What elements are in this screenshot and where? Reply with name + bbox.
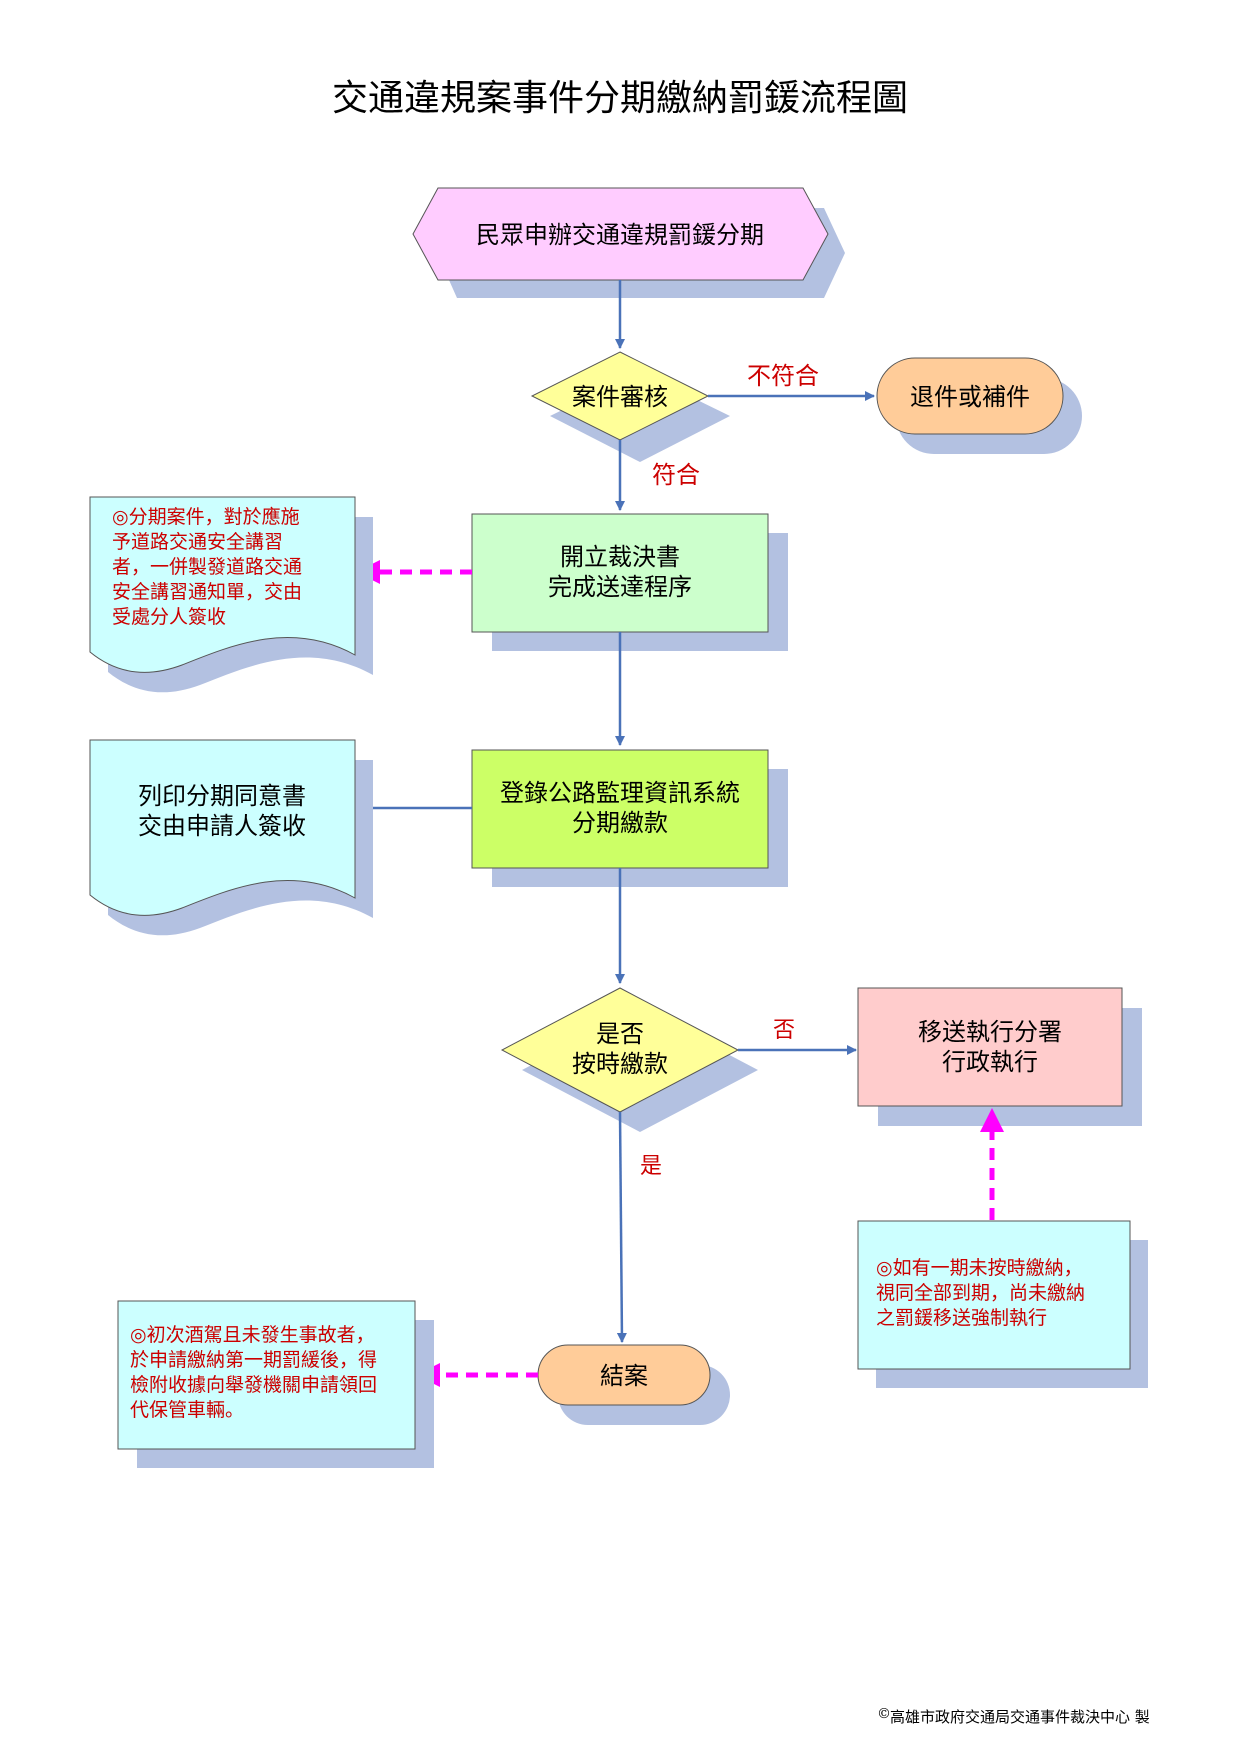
default-payment-note-line-1: ◎如有一期未按時繳納，	[876, 1257, 1083, 1279]
reject-node-shape	[876, 357, 1064, 435]
close-node-label: 結案	[600, 1362, 648, 1390]
transfer-node-shape	[857, 987, 1123, 1107]
default-payment-note: ◎如有一期未按時繳納， 視同全部到期，尚未繳納 之罰鍰移送強制執行	[857, 1220, 1148, 1388]
edge-label-match: 符合	[652, 461, 700, 489]
review-decision-label: 案件審核	[572, 383, 668, 411]
drunk-driving-note-line-4: 代保管車輛。	[130, 1399, 244, 1421]
drunk-driving-note: ◎初次酒駕且未發生事故者， 於申請繳納第一期罰緩後，得 檢附收據向舉發機關申請領…	[117, 1300, 434, 1468]
drunk-driving-note-line-3: 檢附收據向舉發機關申請領回	[130, 1374, 377, 1396]
arrow-ontime-to-close	[616, 1111, 627, 1343]
edge-label-no: 否	[773, 1018, 795, 1043]
safety-course-note-line-1: ◎分期案件，對於應施	[112, 505, 300, 528]
start-node: 民眾申辦交通違規罰鍰分期	[412, 187, 845, 298]
default-payment-note-shape	[857, 1220, 1131, 1370]
transfer-node-line-1: 移送執行分署	[918, 1018, 1062, 1046]
drunk-driving-note-line-1: ◎初次酒駕且未發生事故者，	[130, 1324, 375, 1346]
print-doc-node-line-2: 交由申請人簽收	[138, 812, 306, 840]
safety-course-note-line-4: 安全講習通知單，交由	[112, 581, 302, 603]
ontime-decision-line-1: 是否	[596, 1020, 644, 1048]
print-doc-node: 列印分期同意書 交由申請人簽收	[89, 739, 373, 936]
safety-course-note-shape	[89, 496, 356, 673]
register-node-line-1: 登錄公路監理資訊系統	[500, 779, 740, 807]
transfer-node-line-2: 行政執行	[942, 1048, 1038, 1076]
ontime-decision-line-2: 按時繳款	[572, 1050, 668, 1078]
issue-node-line-2: 完成送達程序	[548, 573, 692, 601]
footer-text: 高雄市政府交通局交通事件裁決中心 製	[890, 1708, 1150, 1726]
register-node: 登錄公路監理資訊系統 分期繳款	[471, 749, 788, 887]
dashed-arrow-note-to-transfer-head	[980, 1108, 1004, 1132]
close-node: 結案	[537, 1344, 730, 1425]
default-payment-note-line-3: 之罰鍰移送強制執行	[876, 1307, 1047, 1329]
print-doc-node-shape	[89, 739, 356, 916]
start-node-shape	[412, 187, 829, 281]
register-node-line-2: 分期繳款	[572, 809, 668, 837]
safety-course-note-line-5: 受處分人簽收	[112, 606, 226, 628]
default-payment-note-line-2: 視同全部到期，尚未繳納	[876, 1282, 1085, 1304]
safety-course-note-line-2: 予道路交通安全講習	[112, 531, 283, 553]
review-decision: 案件審核	[530, 351, 730, 462]
start-node-label: 民眾申辦交通違規罰鍰分期	[476, 221, 764, 249]
safety-course-note-line-3: 者，一併製發道路交通	[112, 556, 302, 578]
footer: © 高雄市政府交通局交通事件裁決中心 製	[877, 1706, 1150, 1726]
transfer-node: 移送執行分署 行政執行	[857, 987, 1142, 1126]
reject-node-label: 退件或補件	[910, 383, 1030, 411]
issue-node: 開立裁決書 完成送達程序	[471, 513, 788, 651]
footer-copyright-symbol: ©	[877, 1706, 891, 1722]
reject-node: 退件或補件	[876, 357, 1082, 454]
edge-label-not-match: 不符合	[747, 362, 819, 390]
ontime-decision: 是否 按時繳款	[500, 987, 758, 1132]
page-title: 交通違規案事件分期繳納罰鍰流程圖	[332, 78, 908, 119]
edge-label-yes: 是	[640, 1154, 662, 1179]
drunk-driving-note-shape	[117, 1300, 416, 1450]
safety-course-note: ◎分期案件，對於應施 予道路交通安全講習 者，一併製發道路交通 安全講習通知單，…	[89, 496, 373, 693]
issue-node-line-1: 開立裁決書	[560, 543, 680, 571]
print-doc-node-line-1: 列印分期同意書	[138, 782, 306, 810]
drunk-driving-note-line-2: 於申請繳納第一期罰緩後，得	[130, 1349, 377, 1371]
register-node-shape	[471, 749, 769, 869]
